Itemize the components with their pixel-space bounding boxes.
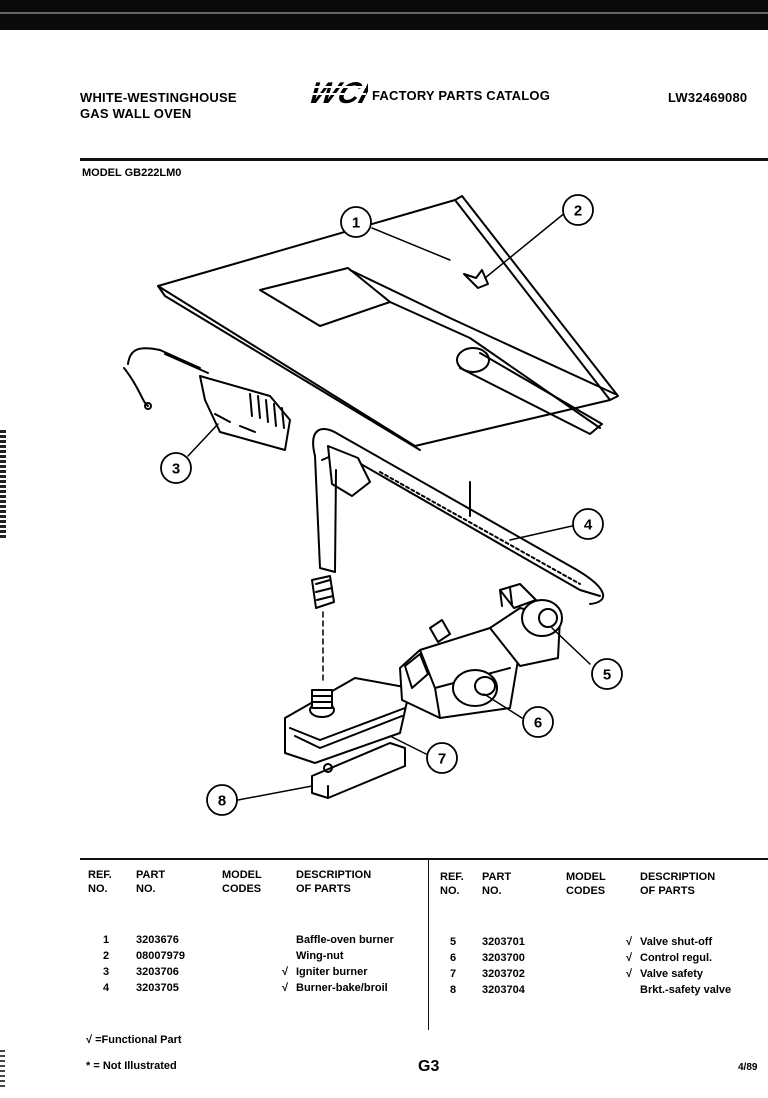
valve-safety-drawing bbox=[284, 677, 411, 764]
table-row-description: Baffle-oven burner bbox=[296, 934, 394, 946]
baffle-oven-burner-drawing bbox=[157, 195, 619, 451]
callout-4: 4 bbox=[584, 517, 593, 534]
table-row-ref: 4 bbox=[103, 982, 110, 994]
brand-line-2: GAS WALL OVEN bbox=[80, 106, 192, 121]
table-top-rule bbox=[80, 858, 768, 860]
legend-functional: √ =Functional Part bbox=[86, 1034, 182, 1046]
header-description-right: DESCRIPTION OF PARTS bbox=[640, 871, 716, 897]
table-row-description: Control regul. bbox=[640, 952, 713, 964]
table-row-description: Igniter burner bbox=[296, 966, 368, 978]
table-row-part: 3203701 bbox=[482, 936, 525, 948]
table-row-part: 3203676 bbox=[136, 934, 179, 946]
wci-logo: WCI bbox=[308, 76, 368, 108]
valve-shutoff-drawing bbox=[489, 583, 563, 667]
header-rule bbox=[80, 158, 768, 161]
top-scan-line bbox=[0, 12, 768, 14]
scan-edge-mark bbox=[0, 430, 6, 540]
table-row-description: Burner-bake/broil bbox=[296, 982, 388, 994]
wci-logo-text: WCI bbox=[308, 76, 368, 108]
functional-mark: √ bbox=[282, 982, 289, 994]
table-row-ref: 1 bbox=[103, 934, 110, 946]
header-model-codes: MODEL CODES bbox=[222, 869, 262, 895]
table-row-part: 3203706 bbox=[136, 966, 179, 978]
scan-edge-mark-bottom bbox=[0, 1050, 5, 1090]
table-row-ref: 7 bbox=[450, 968, 457, 980]
wing-nut-drawing bbox=[463, 269, 489, 289]
igniter-burner-drawing bbox=[123, 347, 291, 451]
exploded-parts-diagram: 1 2 3 4 5 6 7 8 bbox=[123, 194, 623, 816]
functional-mark: √ bbox=[282, 966, 289, 978]
table-row-description: Valve safety bbox=[640, 968, 703, 980]
catalog-title: FACTORY PARTS CATALOG bbox=[372, 88, 551, 103]
callout-7: 7 bbox=[438, 751, 446, 768]
leader-lines bbox=[187, 211, 591, 801]
callout-2: 2 bbox=[574, 203, 582, 220]
catalog-code: LW32469080 bbox=[668, 90, 748, 105]
table-column-divider bbox=[428, 860, 429, 1030]
callout-8: 8 bbox=[218, 793, 226, 810]
brand-block: WHITE-WESTINGHOUSE GAS WALL OVEN bbox=[80, 90, 237, 122]
bracket-safety-valve-drawing bbox=[311, 742, 406, 799]
functional-mark: √ bbox=[626, 936, 633, 948]
table-row-description: Valve shut-off bbox=[640, 936, 713, 948]
table-row-part: 3203700 bbox=[482, 952, 525, 964]
table-row-ref: 2 bbox=[103, 950, 110, 962]
callout-5: 5 bbox=[603, 667, 611, 684]
table-row-part: 08007979 bbox=[136, 950, 185, 962]
functional-mark: √ bbox=[626, 968, 633, 980]
functional-mark: √ bbox=[626, 952, 633, 964]
legend-not-illustrated: * = Not Illustrated bbox=[86, 1060, 177, 1072]
callout-6: 6 bbox=[534, 715, 542, 732]
model-label: MODEL GB222LM0 bbox=[82, 167, 182, 179]
burner-bake-broil-drawing bbox=[311, 428, 605, 609]
table-row-part: 3203705 bbox=[136, 982, 179, 994]
table-row-description: Brkt.-safety valve bbox=[640, 984, 732, 996]
table-row-ref: 6 bbox=[450, 952, 457, 964]
table-row-ref: 3 bbox=[103, 966, 110, 978]
page-code: G3 bbox=[418, 1058, 440, 1075]
header-ref-no: REF. NO. bbox=[88, 869, 112, 895]
callout-1: 1 bbox=[352, 215, 360, 232]
header-part-no: PART NO. bbox=[136, 869, 166, 895]
control-regulator-drawing bbox=[399, 619, 521, 719]
header-model-codes-right: MODEL CODES bbox=[566, 871, 606, 897]
table-row-ref: 5 bbox=[450, 936, 457, 948]
date-stamp: 4/89 bbox=[738, 1062, 758, 1073]
header-ref-no-right: REF. NO. bbox=[440, 871, 464, 897]
header-part-no-right: PART NO. bbox=[482, 871, 512, 897]
header-description: DESCRIPTION OF PARTS bbox=[296, 869, 372, 895]
top-scan-bar bbox=[0, 0, 768, 30]
table-row-description: Wing-nut bbox=[296, 950, 344, 962]
table-row-part: 3203704 bbox=[482, 984, 525, 996]
callout-3: 3 bbox=[172, 461, 180, 478]
table-row-part: 3203702 bbox=[482, 968, 525, 980]
table-row-ref: 8 bbox=[450, 984, 457, 996]
brand-line-1: WHITE-WESTINGHOUSE bbox=[80, 90, 237, 105]
